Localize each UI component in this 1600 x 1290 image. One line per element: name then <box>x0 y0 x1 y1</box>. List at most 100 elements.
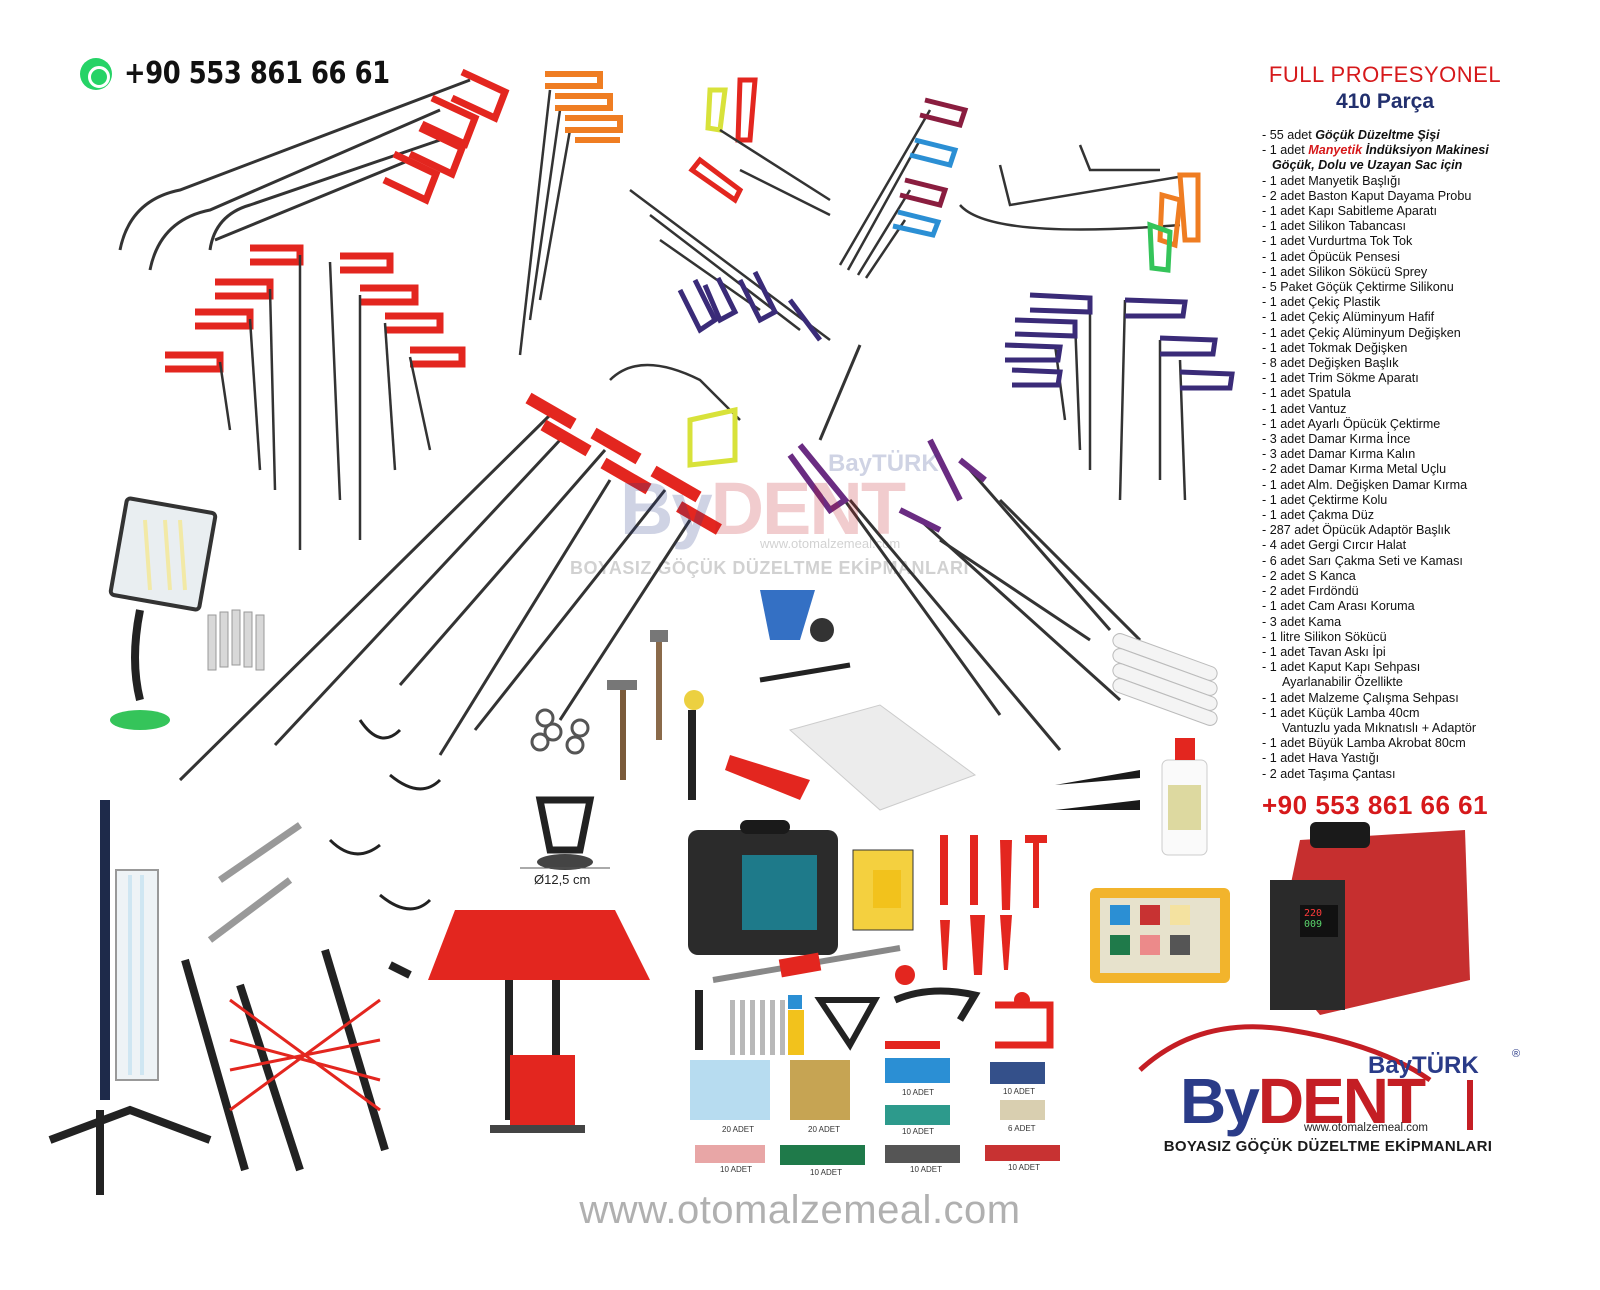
logo-tagline: BOYASIZ GÖÇÜK DÜZELTME EKİPMANLARI <box>1163 1138 1493 1155</box>
logo-brand-small: BayTÜRK <box>1368 1052 1479 1079</box>
t-handle-puller <box>814 997 881 1051</box>
spray-bottle <box>788 995 804 1055</box>
adapter-qty-label: 10 ADET <box>720 1165 753 1174</box>
logo-brand: ByDENT <box>1180 1065 1426 1137</box>
bydent-logo: BayTÜRK ® ByDENT www.otomalzemeal.com BO… <box>1128 1040 1528 1180</box>
slide-hammer <box>712 945 901 983</box>
machine-display-top: 220 <box>1304 908 1323 919</box>
roof-strap <box>759 662 851 683</box>
parts-list-item: - 1 adet Ayarlı Öpücük Çektirme <box>1262 416 1441 431</box>
induction-machine <box>1270 822 1470 1015</box>
adapter-qty-label: 6 ADET <box>1008 1124 1036 1133</box>
tool-tray-table <box>428 910 650 1133</box>
parts-list-item: - 2 adet Baston Kaput Dayama Probu <box>1262 188 1472 203</box>
adapter-qty-label: 10 ADET <box>910 1165 943 1174</box>
maroon-blue-handle-rods <box>838 97 969 279</box>
parts-list-item: - 1 adet Çakma Düz <box>1262 508 1374 523</box>
parts-list-item: - 1 adet Kaput Kapı Sehpası <box>1262 660 1421 675</box>
adapter-qty-label: 10 ADET <box>902 1088 935 1097</box>
parts-list-item: - 55 adet Göçük Düzeltme Şişi <box>1262 128 1440 142</box>
black-wedges <box>1055 770 1140 810</box>
website-url: www.otomalzemeal.com <box>579 1188 1021 1232</box>
parts-list-item: - 1 adet Çekiç Plastik <box>1262 295 1381 310</box>
air-wedge <box>760 590 834 642</box>
window-protector-sheet <box>788 704 977 811</box>
parts-list-item: - 1 adet Vurdurtma Tok Tok <box>1262 234 1413 249</box>
parts-list-item: - 4 adet Gergi Cırcır Halat <box>1262 538 1407 553</box>
parts-list-item: - 1 adet Hava Yastığı <box>1262 751 1380 766</box>
logo-registered: ® <box>1512 1048 1521 1060</box>
parts-list-item: - 1 adet Büyük Lamba Akrobat 80cm <box>1262 736 1466 751</box>
suction-cup-handle <box>520 796 610 870</box>
parts-list-item: - 3 adet Damar Kırma İnce <box>1262 432 1411 447</box>
parts-list-item: - 1 adet Küçük Lamba 40cm <box>1262 705 1420 720</box>
glue-sticks <box>1112 633 1218 726</box>
small-dent-lamp <box>108 496 218 730</box>
parts-list: - 55 adet Göçük Düzeltme Şişi - 1 adet Ma… <box>1262 128 1592 782</box>
parts-list-item: Ayarlanabilir Özellikte <box>1282 675 1403 690</box>
parts-list-item: - 1 adet Çekiç Alüminyum Hafif <box>1262 310 1435 325</box>
red-pull-tool <box>725 755 810 800</box>
red-handle-long-rods <box>118 78 471 271</box>
large-lamp-stand <box>48 800 212 1195</box>
adapter-qty-label: 10 ADET <box>902 1127 935 1136</box>
hammers <box>607 630 704 800</box>
parts-list-item: - 2 adet Taşıma Çantası <box>1262 766 1396 781</box>
adapter-qty-label: 10 ADET <box>1008 1163 1041 1172</box>
mini-lifters <box>885 965 1054 1049</box>
parts-list-item: - 1 adet Alm. Değişken Damar Kırma <box>1262 477 1468 492</box>
adapter-organizer-box <box>1090 888 1230 983</box>
parts-list-item: - 6 adet Sarı Çakma Seti ve Kaması <box>1262 553 1463 568</box>
parts-list-item: - 1 adet Kapı Sabitleme Aparatı <box>1262 204 1438 219</box>
parts-list-item: - 1 adet Cam Arası Koruma <box>1262 599 1415 614</box>
yellow-hook-rod <box>609 363 741 468</box>
glue-gun <box>852 849 914 931</box>
tapping-pens <box>207 609 265 671</box>
suction-cup-diameter-label: Ø12,5 cm <box>534 872 591 887</box>
panel-stand <box>181 948 412 1172</box>
adapter-qty-label: 10 ADET <box>1003 1087 1036 1096</box>
logo-swoosh <box>1138 1024 1473 1130</box>
parts-list-item: - 1 litre Silikon Sökücü <box>1262 629 1387 644</box>
carry-case <box>688 820 838 955</box>
parts-list-item: - 5 Paket Göçük Çektirme Silikonu <box>1262 280 1454 295</box>
parts-list-item: Göçük, Dolu ve Uzayan Sac için <box>1272 158 1463 173</box>
parts-list-item: - 2 adet S Kanca <box>1262 568 1356 583</box>
phone-header: +90 553 861 66 61 <box>80 56 433 91</box>
parts-list-item: - 1 adet Silikon Sökücü Sprey <box>1262 264 1428 279</box>
t-handle-hooks <box>688 77 831 217</box>
parts-list-item: - 3 adet Damar Kırma Kalın <box>1262 447 1416 462</box>
adapter-qty-label: 20 ADET <box>722 1125 755 1134</box>
s-hooks <box>530 708 590 755</box>
parts-list-item: - 1 adet Vantuz <box>1262 401 1347 416</box>
parts-list-item: - 1 adet Çektirme Kolu <box>1262 492 1388 507</box>
whatsapp-icon <box>80 57 112 90</box>
parts-list-item: - 3 adet Kama <box>1262 614 1342 629</box>
parts-list-item: - 1 adet Trim Sökme Aparatı <box>1262 371 1419 386</box>
adapter-qty-label: 10 ADET <box>810 1168 843 1177</box>
silicone-remover-bottle <box>1161 738 1208 856</box>
parts-list-item: - 1 adet Malzeme Çalışma Sehpası <box>1262 690 1459 705</box>
parts-list-item: - 2 adet Fırdöndü <box>1262 584 1359 599</box>
orange-handle-rods <box>518 71 623 356</box>
machine-display-bottom: 009 <box>1304 919 1323 930</box>
kit-subtitle: 410 Parça <box>1335 90 1435 113</box>
parts-list-item: - 1 adet Çekiç Alüminyum Değişken <box>1262 325 1461 340</box>
ratchet-straps <box>328 719 442 911</box>
marker-pen <box>695 990 703 1050</box>
parts-list-item: - 1 adet Öpücük Pensesi <box>1262 249 1400 264</box>
adapter-qty-label: 20 ADET <box>808 1125 841 1134</box>
phone-number-bottom: +90 553 861 66 61 <box>1262 790 1489 820</box>
parts-list-item: - 1 adet Silikon Tabancası <box>1262 219 1406 234</box>
parts-list-item: Vantuzlu yada Mıknatıslı + Adaptör <box>1282 720 1477 735</box>
orange-green-hook-rods <box>959 144 1201 273</box>
red-l-rod-fan <box>165 244 466 550</box>
parts-list-item: - 1 adet Tavan Askı İpi <box>1262 644 1386 659</box>
glue-tab-assortment <box>690 1058 1060 1165</box>
red-handles-top-left <box>382 68 510 205</box>
t-handle-long-rods <box>178 392 722 782</box>
parts-list-item: - 8 adet Değişken Başlık <box>1262 356 1399 371</box>
parts-list-item: - 1 adet Spatula <box>1262 386 1351 401</box>
parts-list-item: - 2 adet Damar Kırma Metal Uçlu <box>1262 462 1447 477</box>
